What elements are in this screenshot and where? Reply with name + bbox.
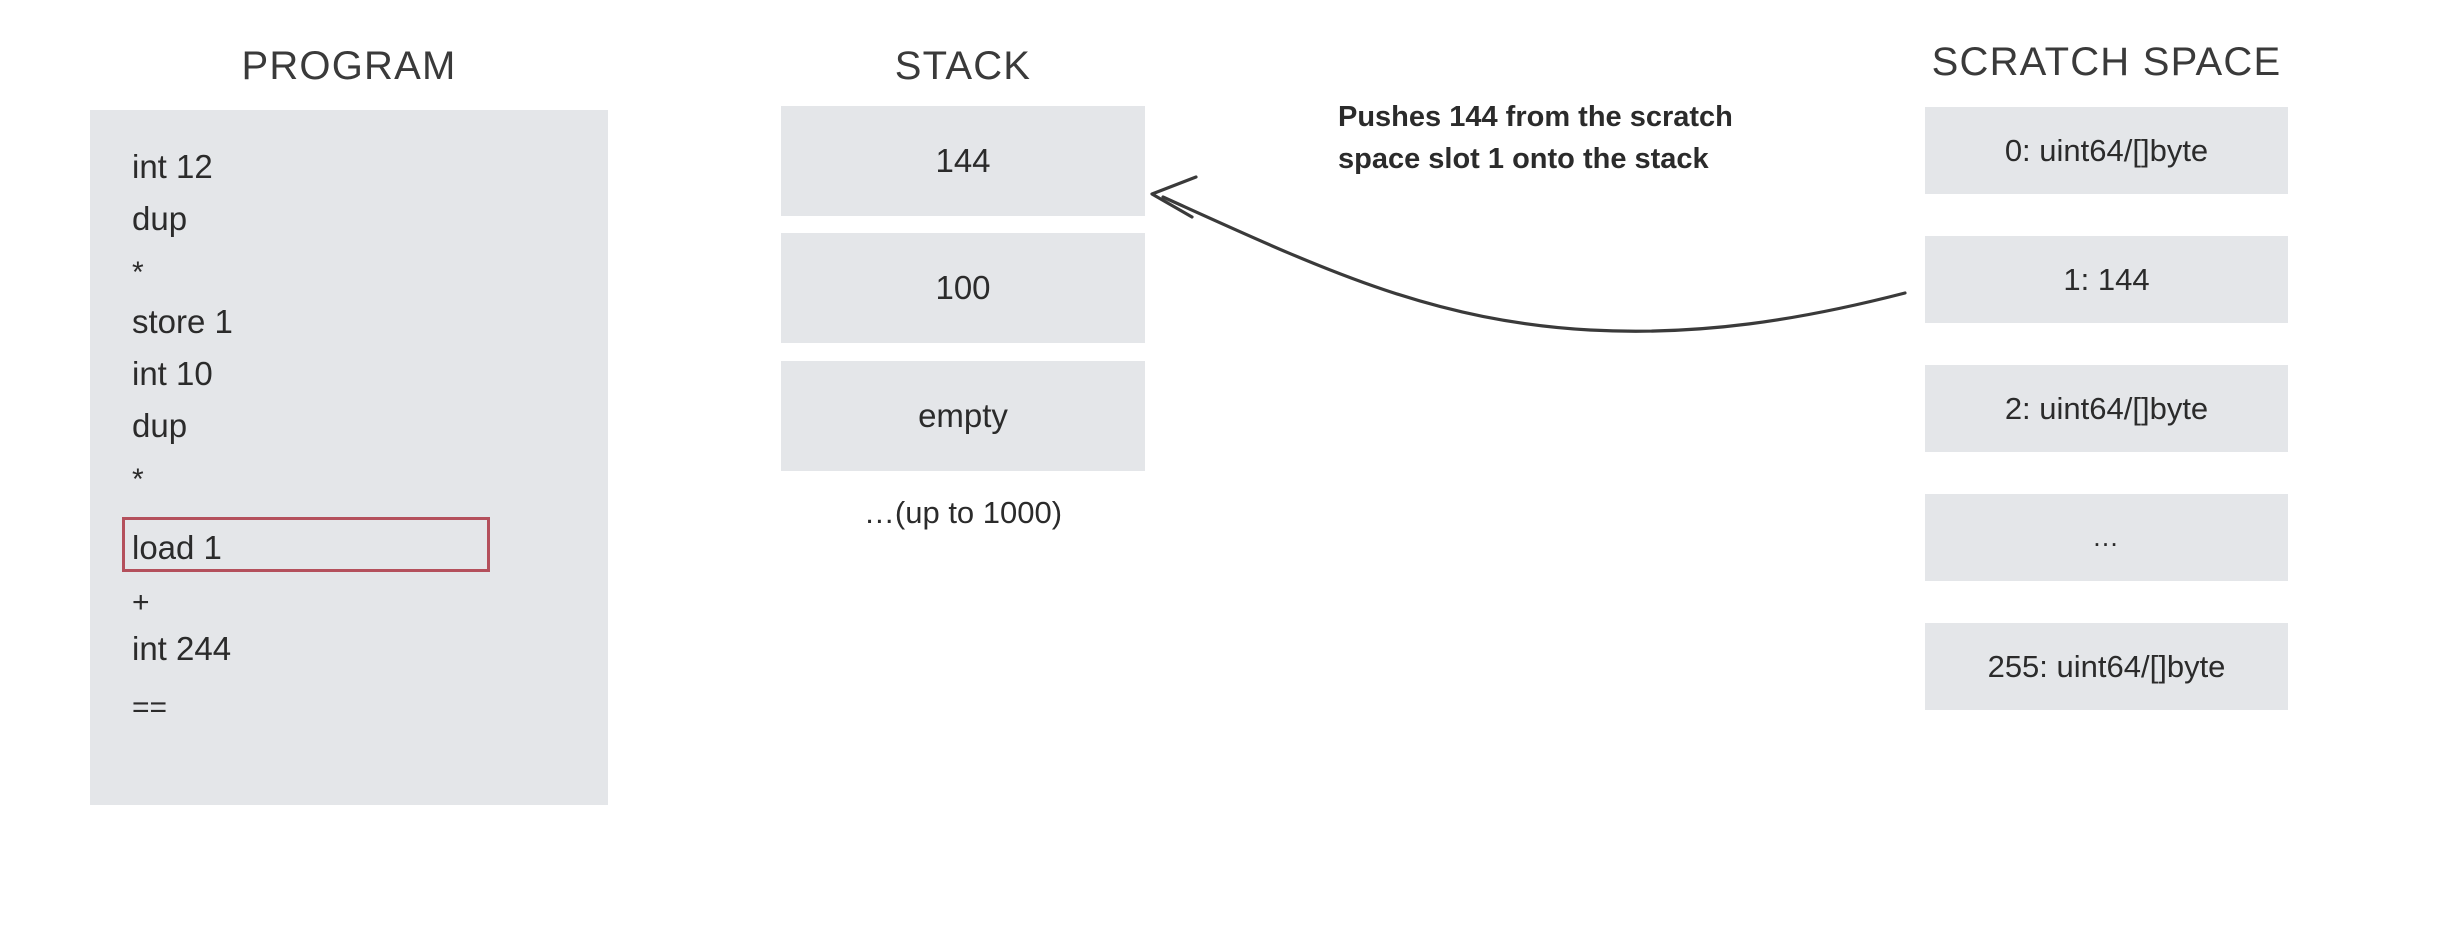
program-line-2: * [132, 256, 144, 289]
program-line-8: + [132, 586, 150, 619]
stack-cell-bottom: empty [781, 361, 1145, 471]
program-line-6: * [132, 463, 144, 496]
annotation-text-line-2: space slot 1 onto the stack [1338, 143, 1709, 176]
program-line-0: int 12 [132, 148, 213, 185]
stack-heading: STACK [894, 44, 1032, 88]
scratch-cell-ellipsis: … [1925, 494, 2288, 581]
program-line-9: int 244 [132, 630, 232, 667]
program-line-10: == [132, 691, 168, 724]
program-panel: int 12 dup * store 1 int 10 dup * load 1… [90, 110, 608, 805]
scratch-cell-slot-0: 0: uint64/[]byte [1925, 107, 2288, 194]
scratch-cell-slot-255: 255: uint64/[]byte [1925, 623, 2288, 710]
program-line-5: dup [132, 407, 188, 444]
program-line-1: dup [132, 200, 188, 237]
scratch-cell-slot-1: 1: 144 [1925, 236, 2288, 323]
annotation-text: Pushes 144 from the scratch space slot 1… [1338, 96, 1798, 180]
program-line-7-load: load 1 [132, 529, 222, 566]
program-highlight-box [122, 517, 490, 572]
scratch-cell-slot-2: 2: uint64/[]byte [1925, 365, 2288, 452]
stack-cell-middle: 100 [781, 233, 1145, 343]
program-heading: PROGRAM [241, 44, 457, 88]
stack-cell-top: 144 [781, 106, 1145, 216]
annotation-text-line-1: Pushes 144 from the scratch [1338, 101, 1733, 133]
scratch-space-heading: SCRATCH SPACE [1931, 40, 2282, 84]
stack-capacity-caption: …(up to 1000) [863, 495, 1063, 530]
program-line-4: int 10 [132, 355, 213, 392]
program-line-3: store 1 [132, 303, 233, 340]
